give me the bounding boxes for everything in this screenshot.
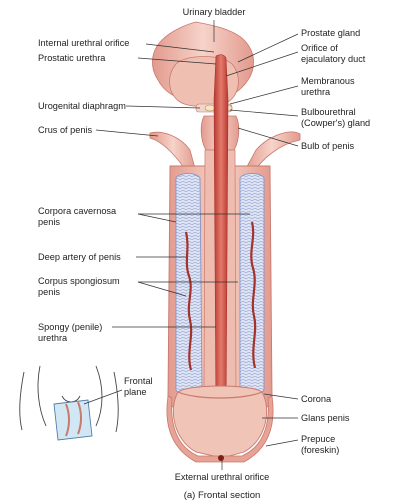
frontal-plane-shape: [54, 400, 92, 440]
label-prostatic-urethra: Prostatic urethra: [38, 53, 106, 63]
label-frontal-plane-1: Frontal: [124, 376, 153, 386]
inset-frontal-plane: [20, 366, 118, 440]
label-prepuce-1: Prepuce: [301, 434, 335, 444]
label-crus-of-penis: Crus of penis: [38, 125, 93, 135]
label-spongy-urethra-1: Spongy (penile): [38, 322, 102, 332]
label-corpora-cavernosa-2: penis: [38, 217, 60, 227]
label-orifice-ejaculatory-1: Orifice of: [301, 43, 338, 53]
label-corpora-cavernosa-1: Corpora cavernosa: [38, 206, 117, 216]
label-orifice-ejaculatory-2: ejaculatory duct: [301, 54, 366, 64]
label-corona: Corona: [301, 394, 332, 404]
label-spongy-urethra-2: urethra: [38, 333, 68, 343]
glans-penis: [173, 386, 266, 458]
label-internal-urethral-orifice: Internal urethral orifice: [38, 38, 129, 48]
figure-caption: (a) Frontal section: [184, 490, 261, 501]
label-corpus-spongiosum-1: Corpus spongiosum: [38, 276, 120, 286]
label-bulb-of-penis: Bulb of penis: [301, 141, 355, 151]
label-membranous-1: Membranous: [301, 76, 355, 86]
bulbourethral-gland: [205, 105, 215, 111]
external-urethral-orifice: [218, 455, 224, 461]
label-prepuce-2: (foreskin): [301, 445, 339, 455]
label-bulbourethral-2: (Cowper's) gland: [301, 118, 370, 128]
urethra: [214, 55, 228, 412]
label-urinary-bladder: Urinary bladder: [183, 7, 246, 17]
anatomy-drawing: [20, 22, 300, 462]
label-bulbourethral-1: Bulbourethral: [301, 107, 356, 117]
label-glans-penis: Glans penis: [301, 413, 350, 423]
label-prostate-gland: Prostate gland: [301, 28, 360, 38]
corpus-cavernosum-right: [240, 174, 264, 395]
label-corpus-spongiosum-2: penis: [38, 287, 60, 297]
label-deep-artery: Deep artery of penis: [38, 252, 121, 262]
label-frontal-plane-2: plane: [124, 387, 146, 397]
label-urogenital-diaphragm: Urogenital diaphragm: [38, 101, 126, 111]
label-external-urethral-orifice: External urethral orifice: [175, 472, 269, 482]
label-membranous-2: urethra: [301, 87, 331, 97]
